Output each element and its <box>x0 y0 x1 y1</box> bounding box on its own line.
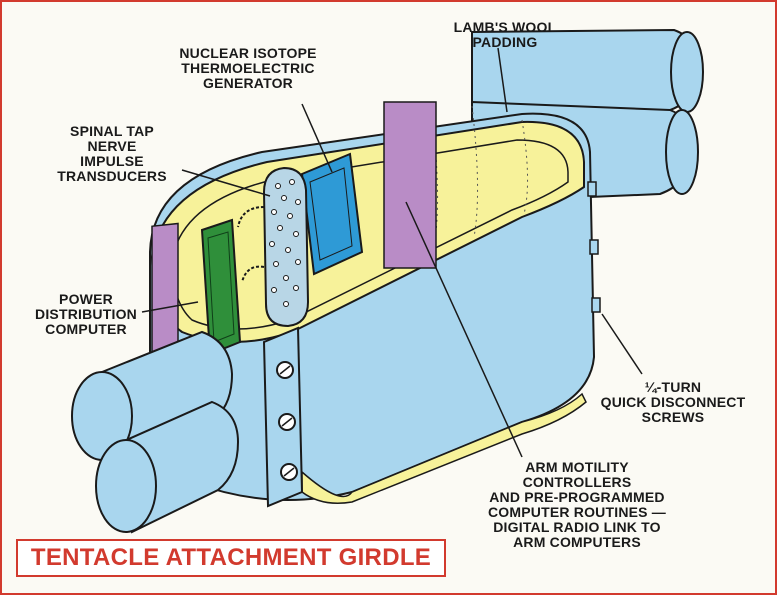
label-arm-motility-controllers: ARM MOTILITY CONTROLLERS AND PRE-PROGRAM… <box>487 459 667 550</box>
label-lambs-wool-padding: LAMB'S WOOL PADDING <box>453 19 557 50</box>
power-distribution-computer <box>200 218 242 356</box>
right-side-screws <box>587 181 601 313</box>
label-quarter-turn-screws: ¼-TURN QUICK DISCONNECT SCREWS <box>600 379 746 425</box>
diagram-title: TENTACLE ATTACHMENT GIRDLE <box>30 544 432 571</box>
thermoelectric-generator <box>300 152 364 276</box>
label-nuclear-isotope-generator: NUCLEAR ISOTOPE THERMOELECTRIC GENERATOR <box>179 45 317 91</box>
left-tentacle-tubes <box>71 330 240 534</box>
quick-disconnect-hinge <box>262 326 304 508</box>
leader-lines <box>141 47 643 458</box>
label-spinal-tap-transducers: SPINAL TAP NERVE IMPULSE TRANSDUCERS <box>57 123 167 184</box>
arm-motility-module-back <box>383 101 437 269</box>
title-box: TENTACLE ATTACHMENT GIRDLE <box>16 539 446 577</box>
nerve-impulse-transducer <box>237 166 310 328</box>
label-power-distribution-computer: POWER DISTRIBUTION COMPUTER <box>35 291 137 337</box>
